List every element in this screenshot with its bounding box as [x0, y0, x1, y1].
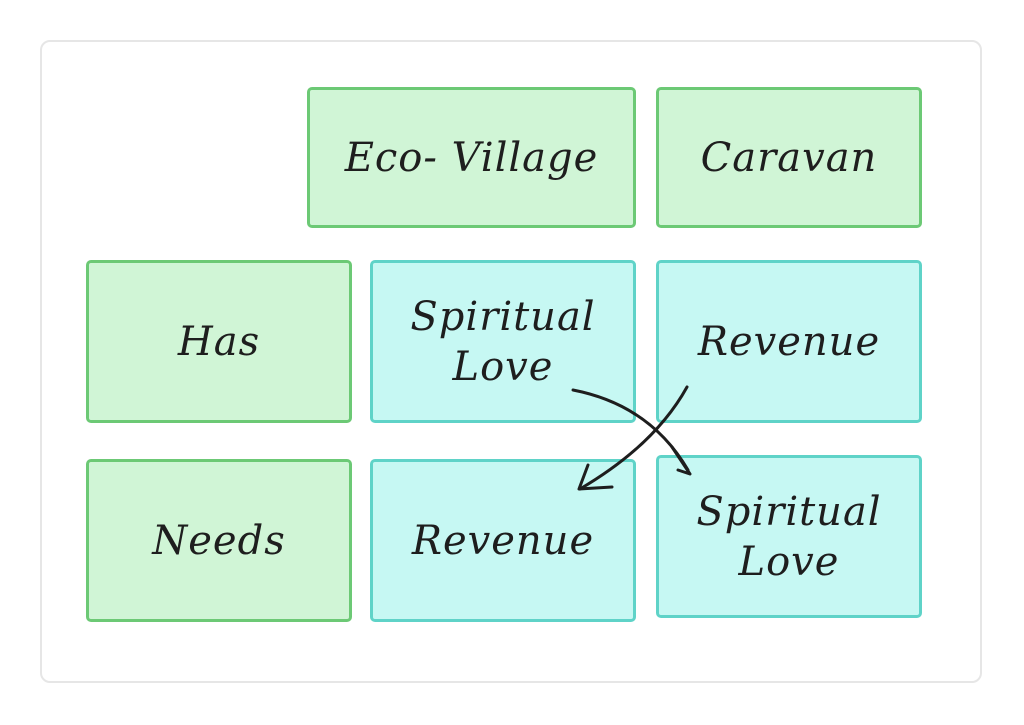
cell-needs-caravan: Spiritual Love — [656, 455, 922, 618]
cell-has-caravan-label: Revenue — [697, 318, 881, 365]
column-header-caravan: Caravan — [656, 87, 922, 228]
cell-needs-eco-village-label: Revenue — [411, 517, 595, 564]
column-header-eco-village-label: Eco- Village — [344, 134, 599, 181]
row-header-has-label: Has — [177, 318, 261, 365]
column-header-eco-village: Eco- Village — [307, 87, 636, 228]
cell-has-caravan: Revenue — [656, 260, 922, 423]
column-header-caravan-label: Caravan — [700, 134, 878, 181]
cell-has-eco-village: Spiritual Love — [370, 260, 636, 423]
cell-needs-caravan-label: Spiritual Love — [696, 488, 882, 585]
cell-has-eco-village-label: Spiritual Love — [410, 293, 596, 390]
row-header-has: Has — [86, 260, 352, 423]
row-header-needs-label: Needs — [152, 517, 286, 564]
row-header-needs: Needs — [86, 459, 352, 622]
cell-needs-eco-village: Revenue — [370, 459, 636, 622]
